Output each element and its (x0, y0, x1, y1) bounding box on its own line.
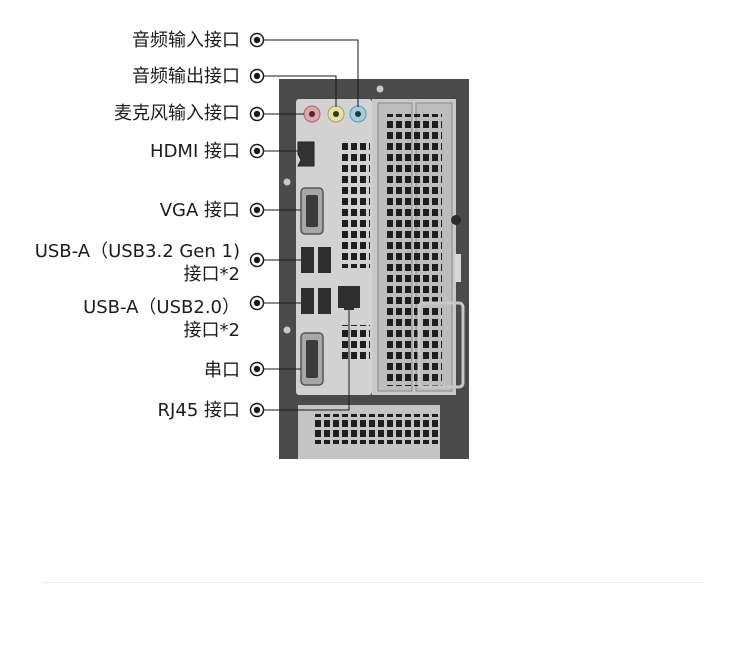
usb2-port-1 (301, 288, 314, 314)
usb2-port-2 (318, 288, 331, 314)
audio-out-jack-hole (333, 111, 339, 117)
label-serial-text: 串口 (204, 360, 240, 381)
side-handle (417, 301, 465, 389)
label-hdmi: HDMI 接口 (0, 140, 240, 163)
label-audio-out-text: 音频输出接口 (132, 66, 240, 87)
label-usb3-line1: USB-A（USB3.2 Gen 1) (34, 241, 240, 262)
markers (249, 32, 265, 418)
audio-in-jack-hole (355, 111, 361, 117)
case-screw-top (376, 85, 384, 93)
case-screw-left (283, 178, 291, 186)
label-usb3-line2: 接口*2 (183, 264, 240, 285)
label-usb2-line1: USB-A（USB2.0） (83, 297, 240, 318)
label-usb2-line2: 接口*2 (183, 320, 240, 341)
label-audio-in-text: 音频输入接口 (132, 30, 240, 51)
label-audio-out: 音频输出接口 (0, 65, 240, 88)
rj45-port (338, 286, 360, 308)
rj45-port-clip (344, 306, 354, 310)
usb3-port-2 (318, 247, 331, 273)
side-lock-slot (455, 254, 461, 282)
usb3-port-1 (301, 247, 314, 273)
vga-port-inner (306, 195, 318, 227)
section-divider (42, 582, 704, 583)
label-rj45-text: RJ45 接口 (157, 400, 240, 421)
vent-expansion (384, 114, 442, 386)
marker-serial (249, 361, 265, 377)
vent-io-lower (340, 325, 370, 363)
label-serial: 串口 (0, 359, 240, 382)
label-vga-text: VGA 接口 (159, 200, 240, 221)
marker-rj45 (249, 402, 265, 418)
marker-audio-in (249, 32, 265, 48)
label-usb3: USB-A（USB3.2 Gen 1) 接口*2 (0, 240, 240, 286)
vent-bottom (312, 414, 440, 444)
hdmi-port (297, 141, 315, 167)
label-hdmi-text: HDMI 接口 (150, 141, 240, 162)
label-audio-in: 音频输入接口 (0, 29, 240, 52)
case-screw-left-low (283, 326, 291, 334)
kensington-lock (451, 215, 461, 225)
leader-lines (264, 39, 359, 411)
marker-hdmi (249, 143, 265, 159)
label-vga: VGA 接口 (0, 199, 240, 222)
label-rj45: RJ45 接口 (0, 399, 240, 422)
label-usb2: USB-A（USB2.0） 接口*2 (0, 296, 240, 342)
leader-rj45 (264, 310, 350, 411)
serial-port-inner (306, 340, 318, 378)
label-mic: 麦克风输入接口 (0, 102, 240, 125)
marker-audio-out (249, 68, 265, 84)
leader-audio-out (264, 75, 337, 107)
leader-audio-in (264, 39, 359, 107)
marker-usb3 (249, 252, 265, 268)
marker-vga (249, 202, 265, 218)
mic-jack-hole (309, 111, 315, 117)
computer-rear-panel (279, 79, 469, 459)
label-mic-text: 麦克风输入接口 (114, 103, 240, 124)
vent-io-upper (340, 140, 370, 268)
marker-mic (249, 106, 265, 122)
marker-usb2 (249, 295, 265, 311)
